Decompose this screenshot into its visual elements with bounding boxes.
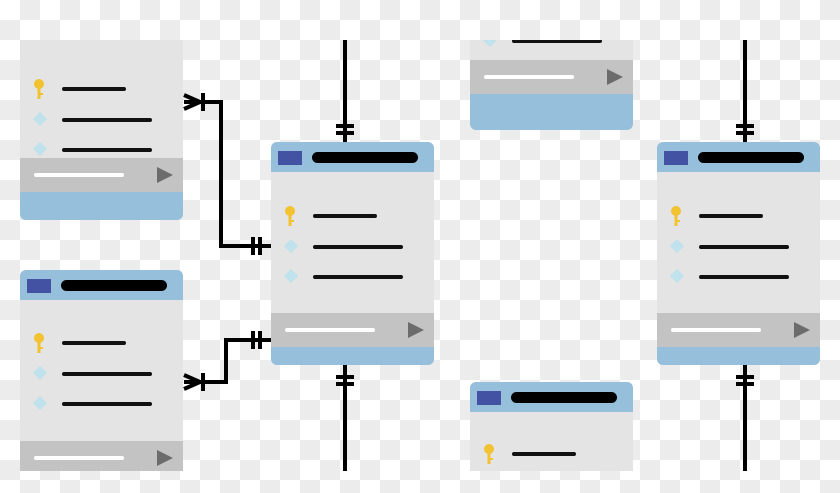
diamond-icon <box>32 395 48 411</box>
table-right[interactable] <box>657 142 820 365</box>
field-name-line <box>699 275 789 279</box>
table-icon <box>664 151 688 165</box>
field-name-line <box>62 402 152 406</box>
key-icon <box>34 333 44 353</box>
field-name-line <box>313 214 377 218</box>
play-triangle-icon[interactable] <box>794 322 810 338</box>
table-middle-bottom[interactable] <box>470 382 633 471</box>
table-left-top[interactable] <box>20 40 183 220</box>
field-name-line <box>699 214 763 218</box>
key-icon <box>484 444 494 464</box>
table-footer <box>470 60 633 94</box>
field-row <box>271 236 434 256</box>
field-name-line <box>62 372 152 376</box>
diamond-icon <box>32 111 48 127</box>
key-icon <box>285 206 295 226</box>
connector-left-top <box>184 100 271 248</box>
field-row <box>271 266 434 286</box>
field-row <box>20 139 183 159</box>
diamond-icon <box>482 40 498 48</box>
diamond-icon <box>283 268 299 284</box>
field-row <box>657 236 820 256</box>
field-name-line <box>699 245 789 249</box>
field-row <box>470 443 633 464</box>
field-name-line <box>62 341 126 345</box>
field-row <box>657 205 820 226</box>
table-middle-top[interactable] <box>470 40 633 130</box>
diamond-icon <box>32 365 48 381</box>
field-row <box>20 332 183 353</box>
crowfoot-left-top <box>183 93 205 111</box>
crowfoot-left-bottom <box>183 373 205 391</box>
diamond-icon <box>669 238 685 254</box>
field-row <box>271 205 434 226</box>
table-icon <box>278 151 302 165</box>
field-row <box>470 40 633 50</box>
connectors <box>183 40 754 471</box>
table-header <box>470 382 633 412</box>
field-name-line <box>62 87 126 91</box>
table-title-line <box>511 392 617 403</box>
table-footer <box>657 313 820 347</box>
table-icon <box>477 391 501 405</box>
field-name-line <box>512 452 576 456</box>
field-name-line <box>512 40 602 43</box>
table-footer <box>271 313 434 347</box>
table-title-line <box>312 152 418 163</box>
play-triangle-icon[interactable] <box>157 450 173 466</box>
table-center[interactable] <box>271 142 434 365</box>
table-title-line <box>698 152 804 163</box>
diamond-icon <box>669 268 685 284</box>
field-row <box>657 266 820 286</box>
field-row <box>20 109 183 129</box>
table-icon <box>27 279 51 293</box>
table-left-bottom[interactable] <box>20 270 183 471</box>
field-name-line <box>62 148 152 152</box>
connector-left-bottom <box>184 338 271 384</box>
field-row <box>20 393 183 413</box>
table-footer <box>20 441 183 471</box>
key-icon <box>34 79 44 99</box>
field-row <box>20 363 183 383</box>
table-header <box>20 270 183 300</box>
play-triangle-icon[interactable] <box>607 69 623 85</box>
table-header <box>271 142 434 172</box>
play-triangle-icon[interactable] <box>408 322 424 338</box>
table-footer <box>20 158 183 192</box>
diamond-icon <box>32 141 48 157</box>
er-diagram <box>0 40 840 471</box>
field-name-line <box>313 275 403 279</box>
table-title-line <box>61 280 167 291</box>
play-triangle-icon[interactable] <box>157 167 173 183</box>
table-header <box>657 142 820 172</box>
diamond-icon <box>283 238 299 254</box>
field-row <box>20 78 183 99</box>
field-name-line <box>62 118 152 122</box>
field-name-line <box>313 245 403 249</box>
key-icon <box>671 206 681 226</box>
